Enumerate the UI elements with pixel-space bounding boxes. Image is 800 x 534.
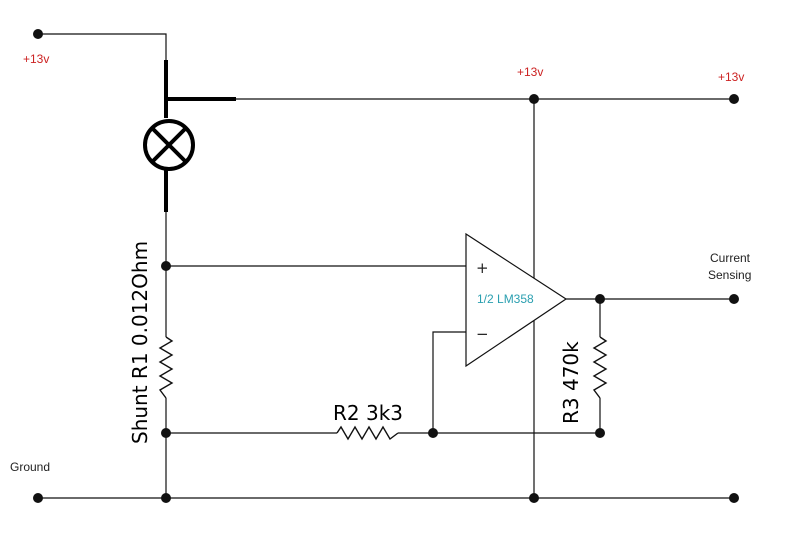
- node-r2-left: [161, 428, 171, 438]
- node-ground-left: [33, 493, 43, 503]
- opamp-minus-sign: −: [476, 325, 489, 343]
- node-output-junction: [595, 294, 605, 304]
- node-ground-shunt: [161, 493, 171, 503]
- r3-resistor-icon: [592, 336, 608, 399]
- opamp-triangle-icon: [465, 232, 568, 368]
- wire-minus-input: [432, 331, 466, 433]
- node-ground-mid: [529, 493, 539, 503]
- r3-label: R3 470k: [559, 341, 583, 424]
- opamp-label: 1/2 LM358: [477, 292, 534, 306]
- r2-label: R2 3k3: [333, 401, 403, 425]
- supply-label-mid: +13v: [517, 65, 543, 79]
- r2-resistor-icon: [336, 425, 399, 441]
- lamp-icon: [143, 60, 236, 212]
- wire-left-supply: [38, 33, 167, 62]
- nodes: [33, 29, 739, 503]
- shunt-label: Shunt R1 0.012Ohm: [128, 241, 152, 444]
- node-rail-right: [729, 94, 739, 104]
- node-rail-mid: [529, 94, 539, 104]
- node-plus-junction: [161, 261, 171, 271]
- supply-label-left: +13v: [23, 52, 49, 66]
- node-output-terminal: [729, 294, 739, 304]
- output-label-line2: Sensing: [708, 268, 751, 282]
- ground-label: Ground: [10, 460, 50, 474]
- opamp-plus-sign: +: [476, 259, 489, 277]
- output-label-line1: Current: [710, 251, 751, 265]
- node-ground-right: [729, 493, 739, 503]
- supply-label-right: +13v: [718, 70, 744, 84]
- node-r3-bottom: [595, 428, 605, 438]
- node-left-supply: [33, 29, 43, 39]
- node-r2-right: [428, 428, 438, 438]
- shunt-resistor-icon: [158, 336, 174, 399]
